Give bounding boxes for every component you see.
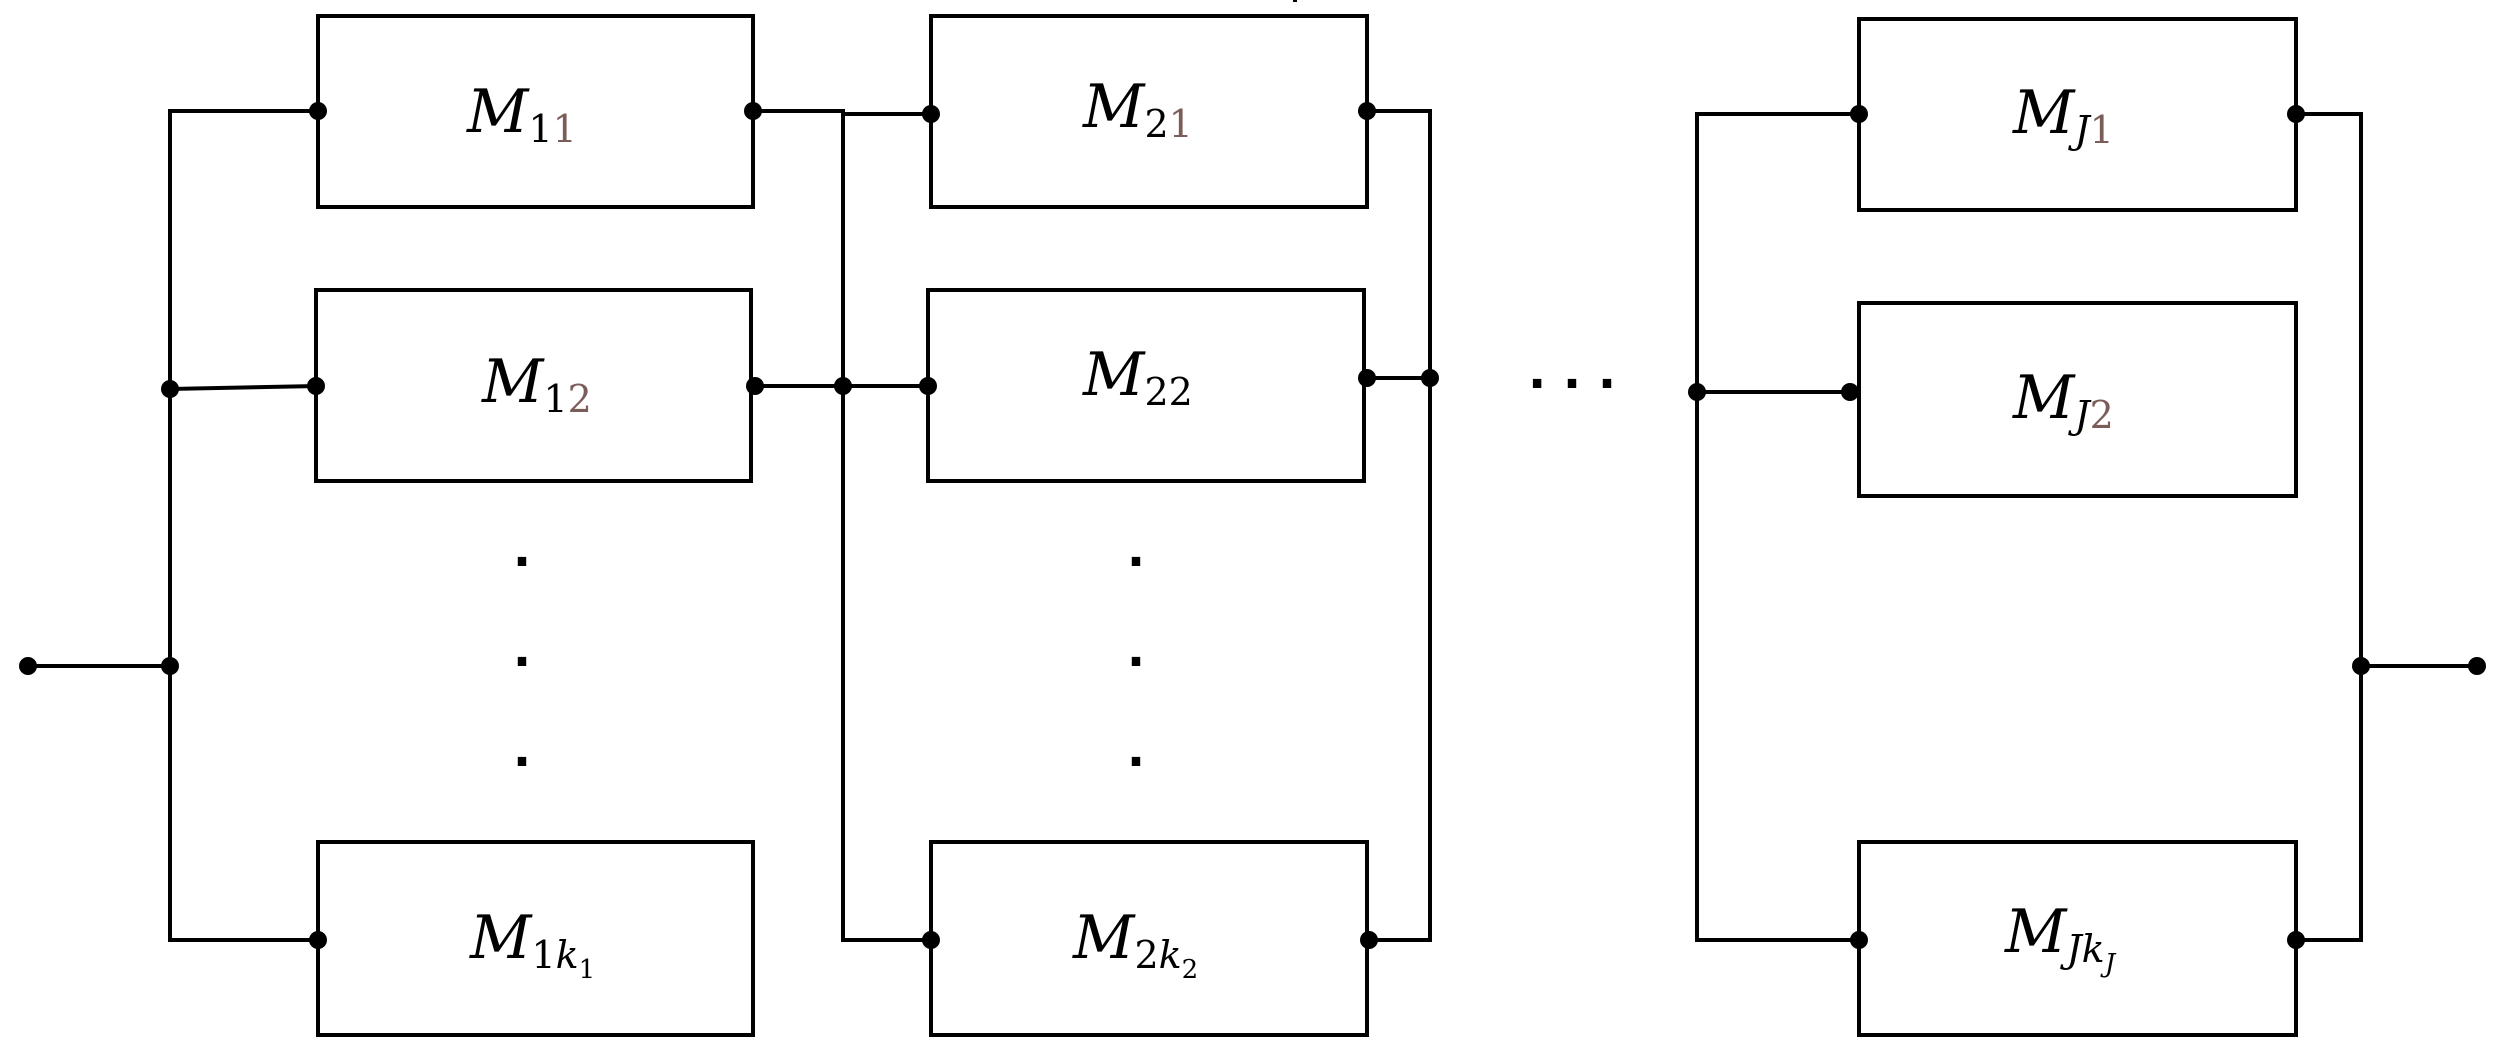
node [161,657,179,675]
box-labels: M11 M12 M1k1 M21 M22 M2k2 MJ1 MJ2 MJkJ [466,72,2117,985]
node [2287,931,2305,949]
node [834,377,852,395]
output-terminal [2468,657,2486,675]
box-MJ1 [1857,17,2298,212]
box-M2k2 [929,840,1369,1037]
box-M21 [929,14,1369,209]
node [307,377,325,395]
label-MJ2: MJ2 [2012,363,2114,437]
ellipses: · · · · · · · · · [513,356,1616,790]
node [309,102,327,120]
stage1-left-branch-2 [167,383,319,392]
vertical-ellipsis-stage2-dot-2: · [1127,634,1145,690]
node [1360,931,1378,949]
horizontal-ellipsis: · · · [1528,356,1616,412]
label-M11: M11 [466,77,577,151]
label-MJkJ: MJkJ [2004,897,2117,979]
wires [26,0,2479,942]
node [922,105,940,123]
node [919,377,937,395]
box-MJkJ [1857,840,2298,1037]
component-boxes [314,14,2298,1037]
node [161,380,179,398]
node [1688,383,1706,401]
vertical-ellipsis-stage2-dot-1: · [1127,534,1145,590]
connection-nodes [19,102,2486,949]
node [2352,657,2370,675]
node [2287,105,2305,123]
node [1850,931,1868,949]
vertical-ellipsis-stage1-dot-3: · [513,734,531,790]
node [1841,383,1859,401]
box-MJ2 [1857,301,2298,498]
node [1358,369,1376,387]
vertical-ellipsis-stage1-dot-1: · [513,534,531,590]
node [744,102,762,120]
box-M22 [926,288,1366,483]
node [309,931,327,949]
node [922,931,940,949]
label-M21: M21 [1082,72,1193,146]
node [1850,105,1868,123]
label-M12: M12 [481,347,592,421]
node [1358,102,1376,120]
node [1421,369,1439,387]
input-terminal [19,657,37,675]
label-M1k1: M1k1 [469,903,595,985]
label-M2k2: M2k2 [1072,903,1198,985]
vertical-ellipsis-stage1-dot-2: · [513,634,531,690]
label-MJ1: MJ1 [2012,78,2114,152]
node [746,377,764,395]
label-M22: M22 [1082,340,1193,414]
vertical-ellipsis-stage2-dot-3: · [1127,734,1145,790]
